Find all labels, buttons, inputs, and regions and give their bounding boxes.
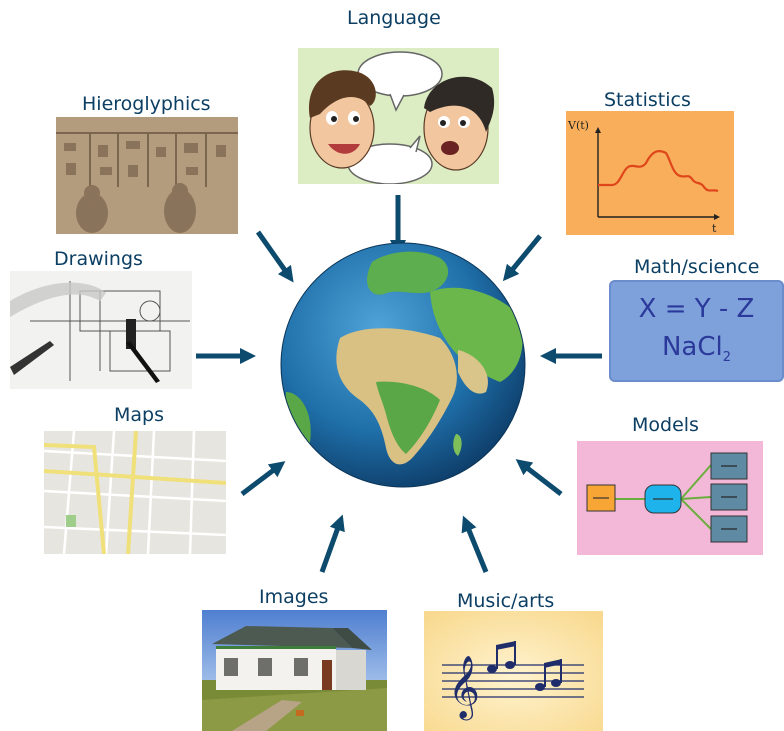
model-leaf-3 xyxy=(710,515,748,543)
x-axis-label: t xyxy=(712,222,717,235)
arrow-statistics xyxy=(502,234,542,282)
statistics-chart: V(t) t xyxy=(566,111,734,235)
math-science-panel: X = Y - Z NaCl2 xyxy=(609,280,784,382)
right-man-face xyxy=(423,76,495,171)
formula-base: NaCl xyxy=(661,332,723,362)
label-statistics: Statistics xyxy=(604,89,691,111)
label-math-science: Math/science xyxy=(634,256,760,278)
language-illustration xyxy=(298,48,499,184)
treble-clef: 𝄞 xyxy=(448,655,480,721)
label-language: Language xyxy=(347,7,441,29)
arrow-music xyxy=(461,515,489,573)
earth-globe xyxy=(280,242,526,488)
house-photo xyxy=(202,610,387,731)
arrow-images xyxy=(319,514,345,573)
drawings-photo xyxy=(10,271,192,389)
label-maps: Maps xyxy=(114,404,164,426)
models-diagram xyxy=(577,441,763,555)
y-axis-label: V(t) xyxy=(567,119,589,132)
arrow-hieroglyphics xyxy=(255,230,294,283)
label-drawings: Drawings xyxy=(54,248,143,270)
eighth-notes-2 xyxy=(535,659,562,691)
equation-text: X = Y - Z xyxy=(638,294,755,324)
label-hieroglyphics: Hieroglyphics xyxy=(82,93,211,115)
model-box-orange xyxy=(586,484,616,512)
label-images: Images xyxy=(259,586,329,608)
label-models: Models xyxy=(632,414,699,436)
label-music-arts: Music/arts xyxy=(457,590,555,612)
left-man-face xyxy=(309,70,376,169)
chemical-formula: NaCl2 xyxy=(609,332,784,365)
map-screenshot xyxy=(44,431,226,554)
arrow-models xyxy=(515,459,563,496)
statistics-series-line xyxy=(598,150,719,193)
formula-subscript: 2 xyxy=(722,350,732,366)
music-arts-panel: 𝄞 xyxy=(424,611,603,731)
eighth-notes-1 xyxy=(487,641,516,673)
hieroglyphics-photo xyxy=(56,117,238,234)
arrow-maps xyxy=(240,461,286,496)
